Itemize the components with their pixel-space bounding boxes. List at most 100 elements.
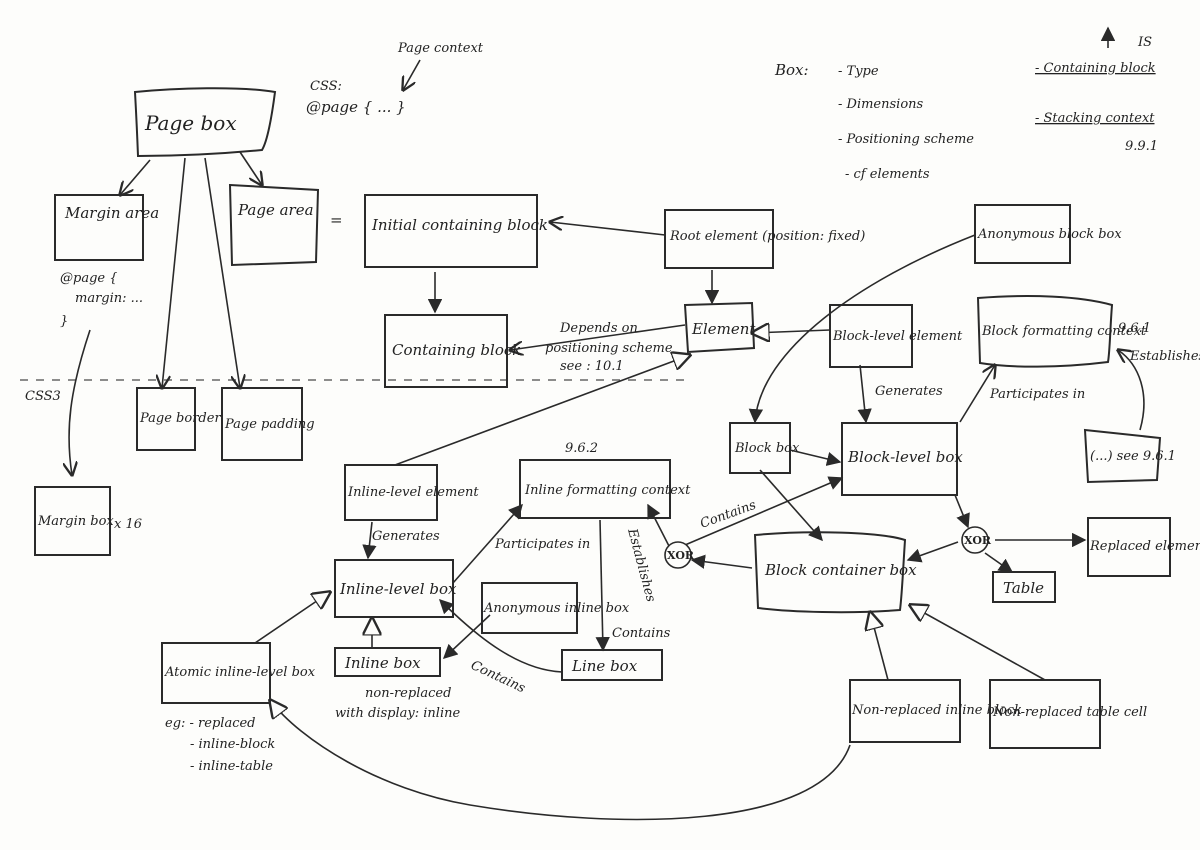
legend-item-stacking-context: - Stacking context bbox=[1035, 111, 1155, 126]
edge-blockbox-container bbox=[759, 469, 823, 542]
label-table: Table bbox=[1003, 579, 1044, 597]
annotation-page-context: Page context bbox=[397, 41, 484, 56]
edge-anoninline-inlinebox bbox=[442, 614, 491, 659]
node-inline-level-box bbox=[334, 559, 454, 618]
edge-pagebox-margin bbox=[120, 159, 151, 195]
node-inline-box bbox=[334, 647, 441, 677]
node-non-replaced-inline-block bbox=[849, 679, 961, 743]
node-margin-area bbox=[54, 194, 144, 261]
annotation-equals: = bbox=[330, 211, 343, 229]
edge-xor-table bbox=[984, 552, 1014, 573]
legend-item-elements: - cf elements bbox=[845, 167, 930, 182]
node-page-box bbox=[133, 87, 277, 158]
legend-title: Box: bbox=[774, 61, 809, 79]
node-root-element bbox=[664, 209, 774, 269]
label-block-level-box: Block-level box bbox=[847, 448, 963, 466]
edge-inlineel-element bbox=[394, 355, 690, 466]
node-xor-left bbox=[664, 541, 692, 569]
node-page-padding bbox=[221, 387, 303, 461]
label-margin-area: Margin area bbox=[64, 204, 159, 222]
annotation-page-margin-rule-3: } bbox=[60, 314, 68, 329]
label-margin-box: Margin box bbox=[37, 514, 114, 529]
annotation-ref-962: 9.6.2 bbox=[565, 441, 598, 456]
node-inline-formatting-context bbox=[519, 459, 671, 519]
edge-atomic-inlinelevel bbox=[254, 592, 330, 644]
annotation-ref-991: 9.9.1 bbox=[1125, 139, 1158, 154]
label-block-formatting-context: Block formatting context bbox=[981, 324, 1147, 339]
annotation-depends-on-2: positioning scheme bbox=[545, 341, 673, 356]
label-root-element: Root element (position: fixed) bbox=[669, 229, 865, 244]
label-page-border: Page border bbox=[139, 411, 221, 426]
annotation-x16: x 16 bbox=[114, 517, 142, 532]
annotation-non-replaced-2: with display: inline bbox=[335, 706, 460, 721]
edge-page-context bbox=[403, 59, 421, 90]
node-anonymous-block-box bbox=[974, 204, 1071, 264]
edge-blocklevelbox-xor bbox=[954, 494, 970, 529]
node-inline-level-element bbox=[344, 464, 438, 521]
edge-inlinelevel-ifc bbox=[452, 503, 523, 584]
node-line-box bbox=[561, 649, 663, 681]
edge-pagebox-border bbox=[162, 157, 186, 388]
annotation-contains-inline: Contains bbox=[468, 658, 527, 696]
annotation-depends-on-1: Depends on bbox=[559, 321, 638, 336]
edge-blockel-element bbox=[752, 330, 831, 333]
label-inline-formatting-context: Inline formatting context bbox=[524, 483, 691, 498]
edge-nrib-container bbox=[870, 612, 889, 681]
label-block-container-box: Block container box bbox=[764, 561, 917, 579]
annotation-depends-on-3: see : 10.1 bbox=[560, 359, 624, 374]
node-containing-block bbox=[384, 314, 508, 388]
node-block-container-box bbox=[753, 531, 907, 614]
edge-blocklevel-bfc bbox=[959, 365, 995, 423]
node-element bbox=[683, 301, 756, 354]
annotation-page-margin-rule-2: margin: ... bbox=[75, 291, 143, 306]
label-inline-box: Inline box bbox=[344, 654, 421, 672]
node-margin-box bbox=[34, 486, 111, 556]
label-atomic-inline-level-box: Atomic inline-level box bbox=[164, 665, 316, 680]
legend-item-containing-block: - Containing block bbox=[1035, 61, 1156, 76]
annotation-css3: CSS3 bbox=[25, 389, 61, 404]
edge-nrtc-container bbox=[910, 605, 1046, 681]
annotation-contains-linebox: Contains bbox=[612, 626, 671, 641]
label-xor-right: XOR bbox=[964, 534, 992, 547]
label-inline-level-box: Inline-level box bbox=[339, 580, 457, 598]
legend-item-positioning: - Positioning scheme bbox=[838, 132, 974, 147]
edge-inlineel-inlinebox bbox=[362, 521, 377, 560]
node-xor-right bbox=[961, 526, 989, 554]
annotation-eg-replaced: eg: - replaced bbox=[165, 716, 256, 731]
edge-xor-container bbox=[906, 541, 959, 563]
label-anonymous-inline-box: Anonymous inline box bbox=[483, 601, 630, 616]
annotation-participates-ifc: Participates in bbox=[494, 537, 590, 552]
label-page-padding: Page padding bbox=[224, 417, 315, 432]
label-containing-block: Containing block bbox=[392, 341, 521, 359]
node-block-formatting-context bbox=[976, 295, 1114, 368]
annotation-generates-inline: Generates bbox=[372, 529, 440, 544]
node-anonymous-inline-box bbox=[481, 582, 578, 634]
edge-pagebox-padding bbox=[204, 157, 240, 388]
edge-anonblock-blockbox bbox=[748, 234, 976, 424]
label-page-area: Page area bbox=[237, 201, 314, 219]
legend: Box: - Type - Dimensions - Positioning s… bbox=[774, 35, 1156, 182]
label-xor-left: XOR bbox=[667, 549, 695, 562]
label-page-box: Page box bbox=[144, 111, 237, 135]
edge-container-xorleft bbox=[690, 554, 753, 569]
label-block-level-element: Block-level element bbox=[832, 329, 963, 344]
node-non-replaced-table-cell bbox=[989, 679, 1101, 749]
annotation-participates-bfc: Participates in bbox=[989, 387, 1085, 402]
label-initial-containing-block: Initial containing block bbox=[371, 216, 548, 234]
nodes: Page box Margin area Page area Initial c… bbox=[34, 87, 1200, 749]
annotation-generates-block: Generates bbox=[875, 384, 943, 399]
annotation-non-replaced-1: non-replaced bbox=[365, 686, 451, 701]
edge-blockbox-blocklevelbox bbox=[789, 449, 842, 466]
annotation-css-label: CSS: bbox=[310, 79, 342, 94]
label-anonymous-block-box: Anonymous block box bbox=[977, 227, 1122, 242]
edge-xorleft-ifc bbox=[647, 503, 671, 549]
node-block-level-box bbox=[841, 422, 958, 496]
label-replaced-element: Replaced element bbox=[1089, 539, 1200, 554]
edge-pagebox-pagearea bbox=[239, 151, 262, 185]
label-see-961: (...) see 9.6.1 bbox=[1090, 449, 1176, 464]
node-replaced-element bbox=[1087, 517, 1171, 577]
annotation-ref-961: 9.6.1 bbox=[1118, 321, 1151, 336]
legend-item-type: - Type bbox=[838, 64, 879, 79]
annotation-eg-inline-table: - inline-table bbox=[190, 759, 273, 774]
node-page-area bbox=[228, 183, 320, 267]
